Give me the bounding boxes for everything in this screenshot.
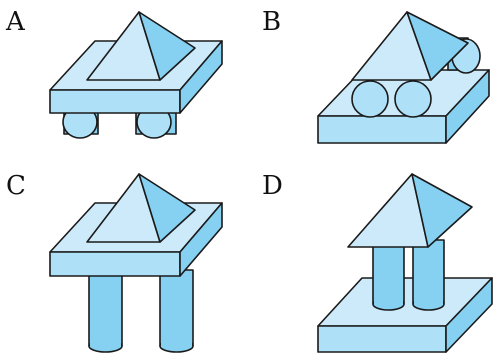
option-b-label: B [262,7,281,37]
option-c-leg-left [88,269,123,353]
option-b-roller-left [351,80,389,118]
option-b-roller-right [394,80,432,118]
option-c-pyramid [86,173,196,243]
option-d[interactable]: D [262,171,493,353]
option-b[interactable]: B [262,7,490,144]
option-d-base-slab [317,277,493,353]
option-c-label: C [6,171,26,201]
option-c-leg-right [159,269,194,353]
option-d-column-right [412,239,445,311]
option-d-label: D [262,171,283,201]
option-d-pyramid [347,173,473,248]
option-a-label: A [5,7,26,37]
option-b-pyramid [351,11,469,81]
option-d-column-left [372,239,405,311]
option-c[interactable]: C [6,171,223,353]
option-a-pyramid [86,11,196,81]
option-a[interactable]: A [5,7,223,139]
